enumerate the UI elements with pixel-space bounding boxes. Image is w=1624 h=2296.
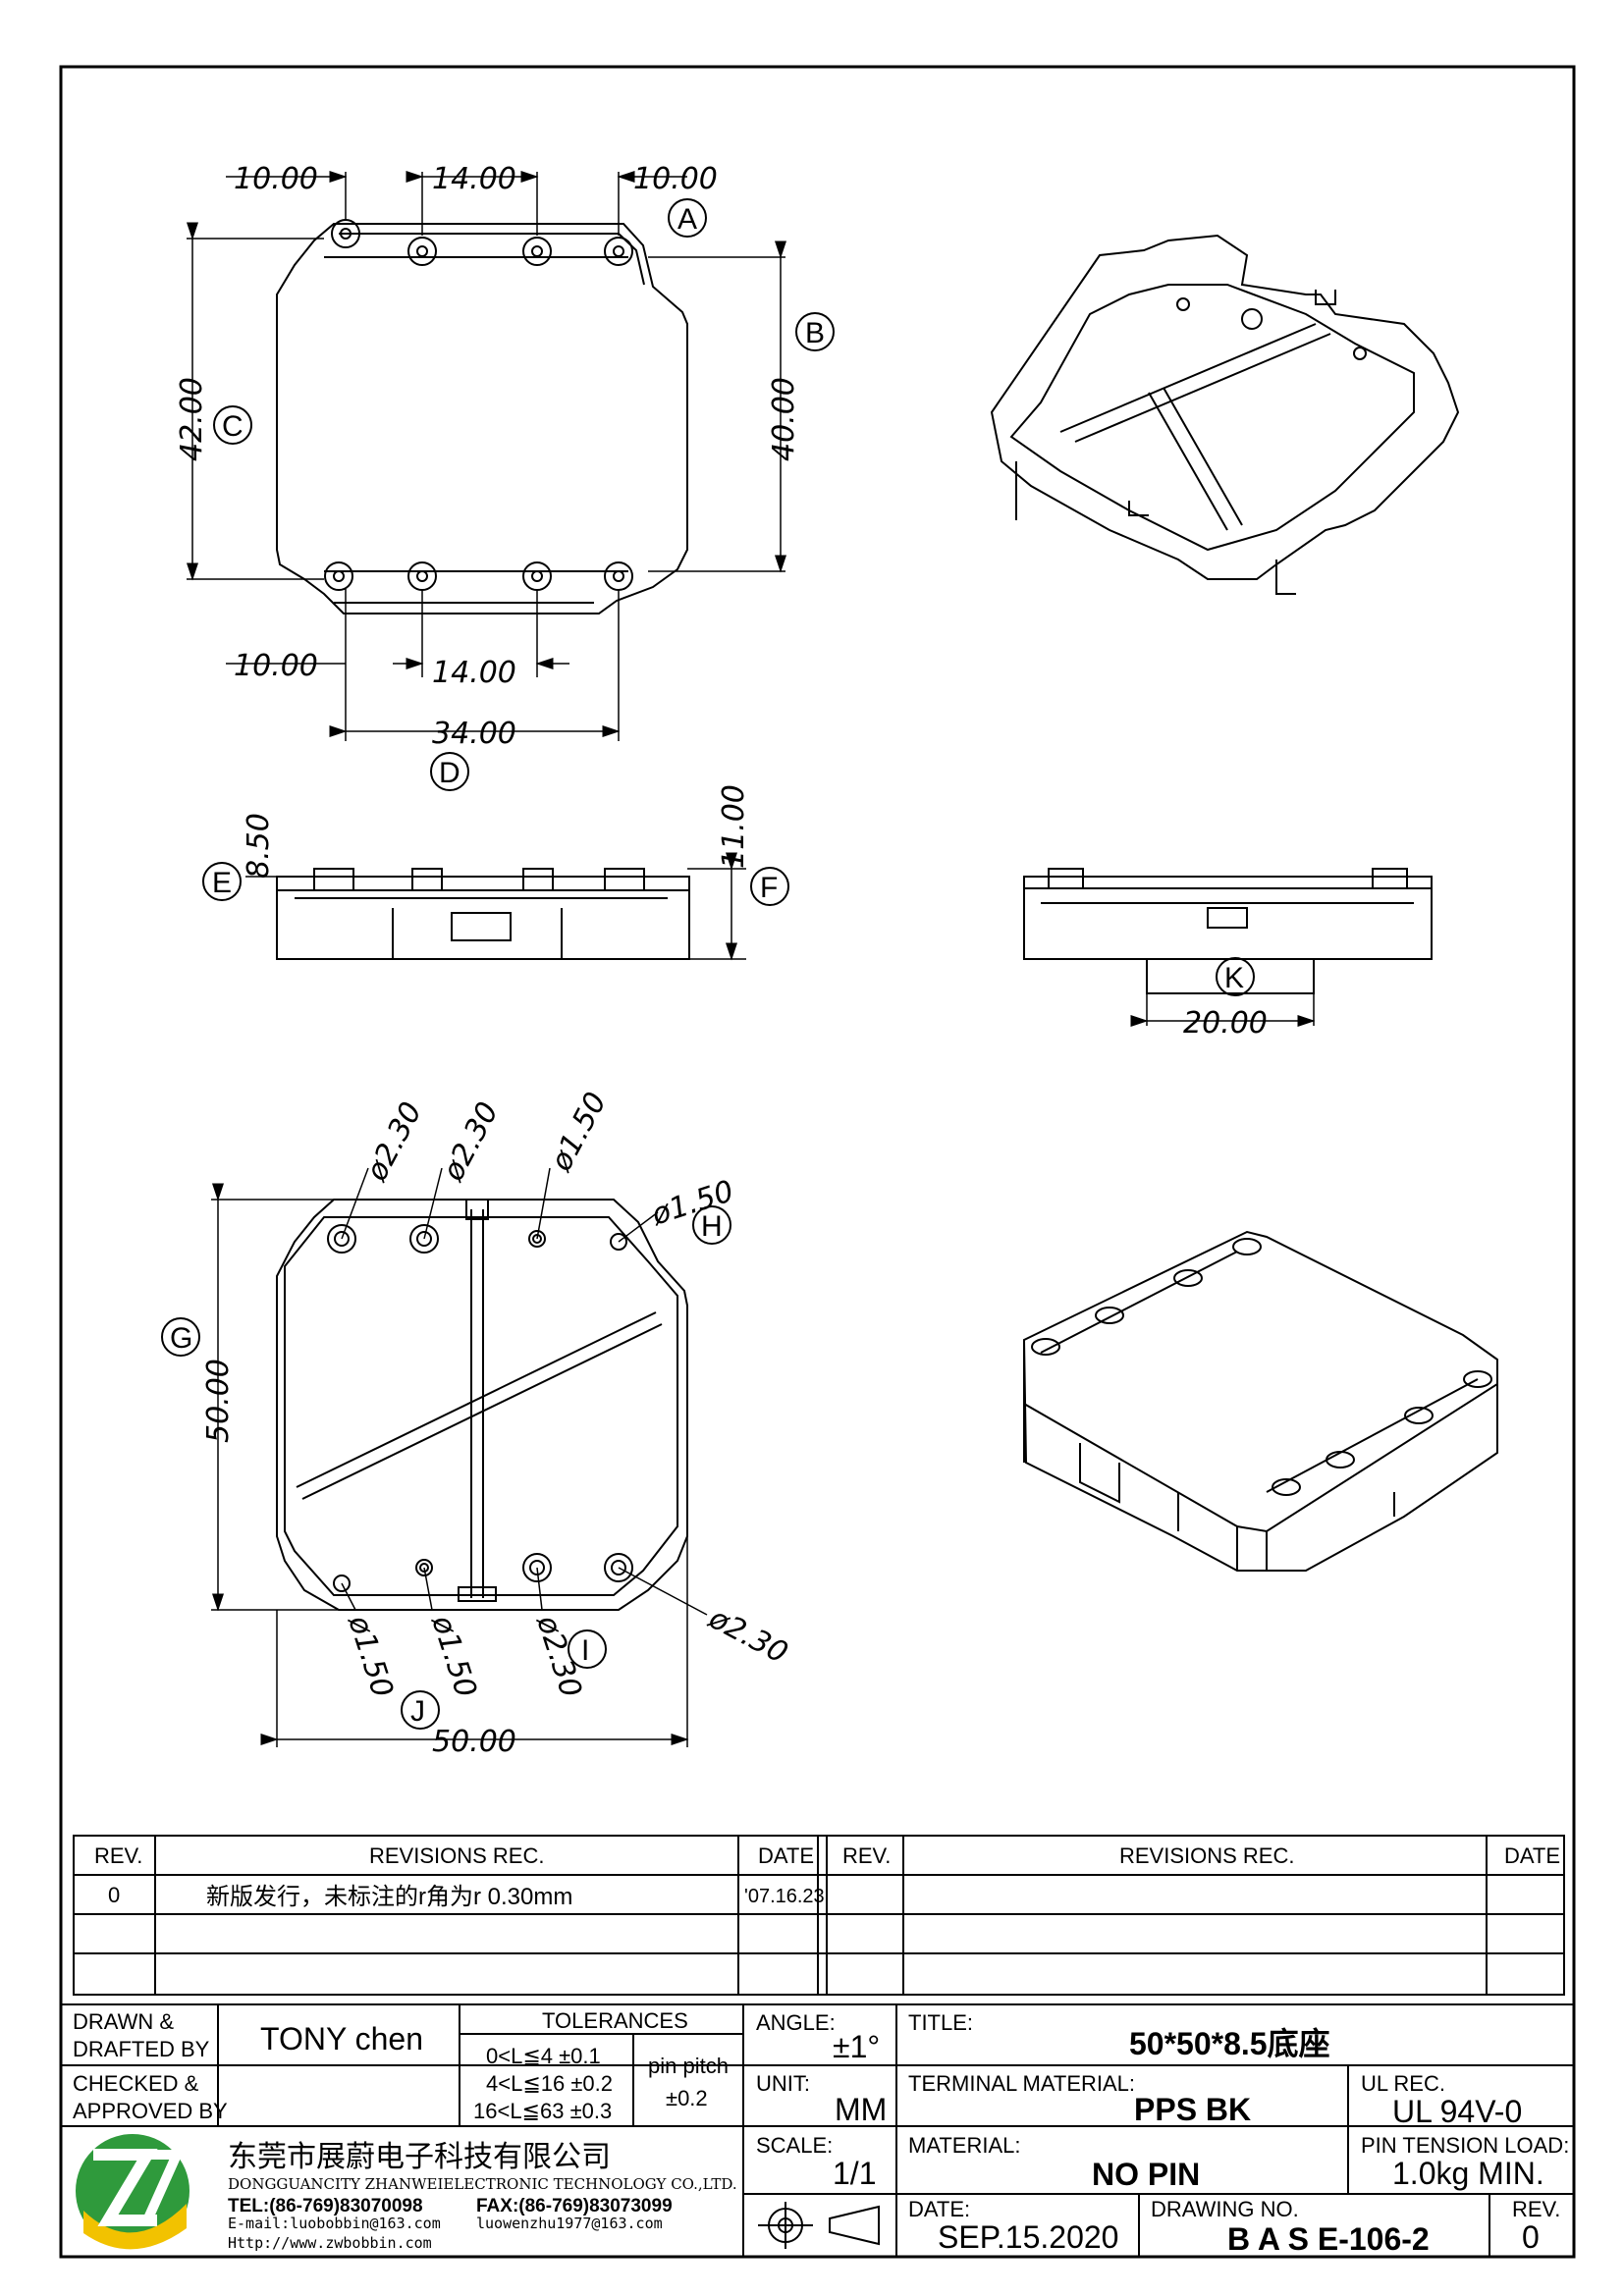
- rev-header-rec-2: REVISIONS REC.: [1119, 1843, 1294, 1868]
- dim-top-left: 10.00: [234, 162, 318, 196]
- callout-a: A: [677, 203, 697, 236]
- unit-label: UNIT:: [756, 2071, 810, 2096]
- pin-tension-label: PIN TENSION LOAD:: [1361, 2133, 1569, 2158]
- dim-hole-2: ø2.30: [436, 1096, 506, 1188]
- revisions-table: [73, 1835, 1565, 1996]
- dim-hole-5: ø1.50: [341, 1611, 400, 1702]
- drawing-no-value: B A S E-106-2: [1227, 2221, 1430, 2257]
- dim-top-mid: 14.00: [432, 162, 516, 196]
- dim-side-height-small: 8.50: [242, 813, 276, 879]
- dim-bottom-left: 10.00: [234, 649, 318, 683]
- callout-e: E: [212, 867, 232, 899]
- callout-k: K: [1224, 962, 1244, 994]
- rev-header-rev: REV.: [94, 1843, 142, 1868]
- title-value: 50*50*8.5底座: [1129, 2026, 1330, 2061]
- dim-bottom-width: 50.00: [432, 1725, 516, 1759]
- callout-i: I: [581, 1634, 589, 1667]
- projection-symbol: [758, 2202, 880, 2249]
- tol-row-2: 4<L≦16 ±0.2: [486, 2071, 613, 2096]
- rev-row-rev: 0: [108, 1883, 120, 1907]
- bottom-view: [211, 1167, 708, 1747]
- date-value: SEP.15.2020: [938, 2219, 1118, 2255]
- angle-label: ANGLE:: [756, 2010, 836, 2035]
- scale-label: SCALE:: [756, 2133, 833, 2158]
- dim-bottom-mid: 14.00: [432, 656, 516, 690]
- callout-h: H: [701, 1210, 723, 1243]
- dim-left-height: 42.00: [175, 377, 209, 461]
- dim-bottom-total: 34.00: [432, 717, 516, 751]
- tolerances-label: TOLERANCES: [542, 2008, 688, 2033]
- company-logo: [76, 2134, 189, 2250]
- rev-row-rec: 新版发行，未标注的r角为r 0.30mm: [206, 1884, 572, 1910]
- front-view: [1023, 868, 1433, 1027]
- dim-right-height: 40.00: [767, 377, 801, 461]
- pin-pitch-label: pin pitch: [648, 2054, 729, 2078]
- dim-side-height-total: 11.00: [717, 784, 751, 869]
- callout-d: D: [439, 757, 460, 789]
- tol-row-3: 16<L≦63 ±0.3: [473, 2099, 612, 2123]
- callout-b: B: [805, 317, 825, 349]
- tol-row-1: 0<L≦4 ±0.1: [486, 2044, 601, 2068]
- callout-f: F: [760, 872, 778, 904]
- drawn-value: TONY chen: [260, 2021, 423, 2056]
- callout-c: C: [222, 410, 244, 443]
- company-en: DONGGUANCITY ZHANWEIELECTRONIC TECHNOLOG…: [228, 2175, 737, 2193]
- dim-hole-3: ø1.50: [544, 1087, 614, 1178]
- iso-view-bottom: [1022, 1230, 1498, 1572]
- rev-header-rev-2: REV.: [842, 1843, 891, 1868]
- side-view: [245, 852, 746, 961]
- dim-hole-7: ø2.30: [529, 1611, 588, 1702]
- bottom-holes: [327, 1224, 633, 1592]
- callout-g: G: [170, 1322, 192, 1355]
- terminal-value: PPS BK: [1134, 2092, 1251, 2127]
- rev-label: REV.: [1512, 2197, 1560, 2221]
- dim-hole-6: ø1.50: [424, 1611, 483, 1702]
- top-view: [187, 171, 786, 741]
- angle-value: ±1°: [833, 2029, 880, 2064]
- material-value: NO PIN: [1092, 2157, 1200, 2192]
- material-label: MATERIAL:: [908, 2133, 1021, 2158]
- rev-header-rec: REVISIONS REC.: [369, 1843, 544, 1868]
- top-mounting-holes: [324, 219, 633, 591]
- company-tel: TEL:(86-769)83070098: [228, 2196, 423, 2216]
- terminal-label: TERMINAL MATERIAL:: [908, 2071, 1135, 2096]
- company-fax: FAX:(86-769)83073099: [476, 2196, 673, 2216]
- company-email-2: luowenzhu1977@163.com: [476, 2215, 663, 2232]
- unit-value: MM: [835, 2092, 887, 2127]
- date-label: DATE:: [908, 2197, 970, 2221]
- checked-label-1: CHECKED &: [73, 2071, 199, 2096]
- checked-label-2: APPROVED BY: [73, 2099, 228, 2123]
- drawn-label-1: DRAWN &: [73, 2009, 174, 2034]
- dim-bottom-height: 50.00: [201, 1359, 236, 1443]
- iso-view-top: [990, 234, 1460, 595]
- dim-top-right: 10.00: [633, 162, 718, 196]
- ul-label: UL REC.: [1361, 2071, 1445, 2096]
- pin-pitch-value: ±0.2: [666, 2086, 708, 2110]
- rev-header-date-2: DATE: [1504, 1843, 1560, 1868]
- company-email: E-mail:luobobbin@163.com: [228, 2215, 441, 2232]
- dim-hole-1: ø2.30: [359, 1096, 429, 1188]
- ul-value: UL 94V-0: [1392, 2094, 1522, 2129]
- drawn-label-2: DRAFTED BY: [73, 2037, 210, 2061]
- rev-value: 0: [1522, 2219, 1540, 2255]
- company-web: Http://www.zwbobbin.com: [228, 2234, 432, 2252]
- callout-j: J: [410, 1695, 425, 1728]
- dim-front-width: 20.00: [1183, 1006, 1268, 1041]
- drawing-no-label: DRAWING NO.: [1151, 2197, 1299, 2221]
- dim-hole-8: ø2.30: [702, 1601, 793, 1671]
- company-cn: 东莞市展蔚电子科技有限公司: [228, 2140, 611, 2174]
- title-label: TITLE:: [908, 2010, 973, 2035]
- pin-tension-value: 1.0kg MIN.: [1392, 2156, 1544, 2191]
- scale-value: 1/1: [833, 2156, 876, 2191]
- title-block: [60, 2003, 1575, 2258]
- rev-header-date: DATE: [758, 1843, 814, 1868]
- rev-row-date: '07.16.23: [744, 1886, 825, 1907]
